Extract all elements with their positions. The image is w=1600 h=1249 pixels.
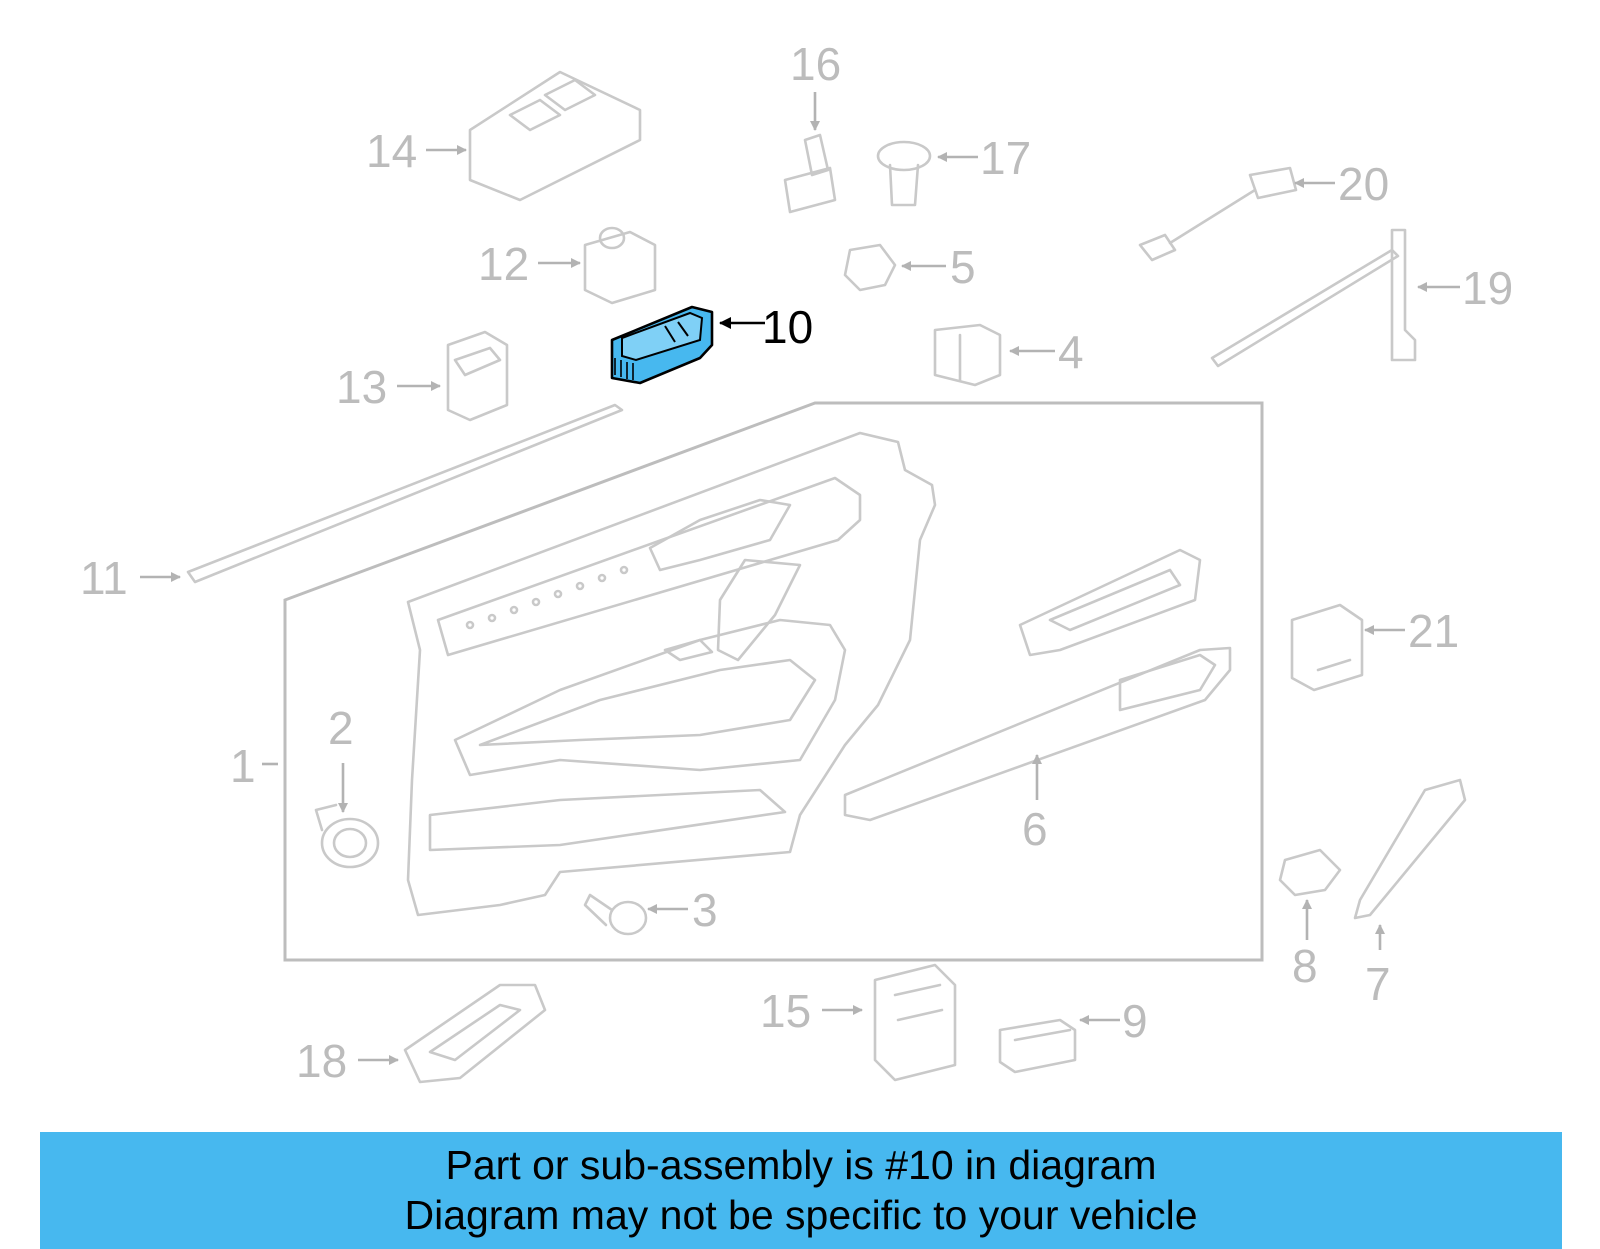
callout-8: 8	[1292, 940, 1318, 992]
part-7-garnish	[1353, 778, 1467, 920]
part-2-grommet	[314, 803, 380, 869]
callout-16: 16	[790, 38, 841, 90]
callout-4: 4	[1058, 326, 1084, 378]
callout-1: 1	[230, 740, 256, 792]
callout-labels: 1 2 3 4 5 6 7 8 9 10 11 12 13 14 15 16 1…	[80, 38, 1513, 1087]
part-21-switch	[1290, 603, 1364, 692]
callout-9: 9	[1122, 995, 1148, 1047]
callout-2: 2	[328, 702, 354, 754]
callout-19: 19	[1462, 262, 1513, 314]
leader-arrows	[140, 92, 1460, 1065]
door-panel-part	[406, 431, 937, 917]
part-19-rod	[1210, 228, 1417, 368]
callout-6: 6	[1022, 803, 1048, 855]
banner-disclaimer-line: Diagram may not be specific to your vehi…	[404, 1192, 1198, 1238]
callout-21: 21	[1408, 605, 1459, 657]
part-6-trim-strip	[843, 646, 1232, 822]
callout-7: 7	[1365, 958, 1391, 1010]
info-banner: Part or sub-assembly is #10 in diagram D…	[40, 1132, 1562, 1249]
callout-12: 12	[478, 238, 529, 290]
part-16-connector	[783, 133, 837, 214]
part-15-switch	[873, 963, 957, 1082]
part-12-mirror-switch	[583, 226, 657, 305]
callout-14: 14	[366, 125, 417, 177]
part-5-clip	[843, 243, 897, 292]
assembly-frame	[283, 401, 1264, 962]
part-13-switch	[446, 330, 509, 422]
part-18-handle-bezel	[403, 983, 547, 1084]
part-10-window-switch	[610, 305, 714, 385]
callout-11: 11	[80, 552, 128, 604]
inner-handle-assembly	[1018, 548, 1202, 657]
callout-10: 10	[762, 301, 813, 353]
part-4-clip	[933, 323, 1002, 387]
part-11-weatherstrip	[186, 403, 624, 584]
callout-15: 15	[760, 985, 811, 1037]
part-20-wire-harness	[1138, 166, 1298, 262]
part-9-switch	[998, 1018, 1077, 1074]
part-3-clip	[583, 893, 648, 936]
callout-20: 20	[1338, 158, 1389, 210]
part-14-master-switch	[468, 70, 642, 202]
part-17-push-clip	[876, 140, 932, 207]
callout-18: 18	[296, 1035, 347, 1087]
part-8-clip	[1278, 848, 1342, 897]
callout-5: 5	[950, 241, 976, 293]
callout-17: 17	[980, 132, 1031, 184]
callout-3: 3	[692, 884, 718, 936]
banner-part-line: Part or sub-assembly is #10 in diagram	[445, 1142, 1157, 1188]
callout-13: 13	[336, 361, 387, 413]
